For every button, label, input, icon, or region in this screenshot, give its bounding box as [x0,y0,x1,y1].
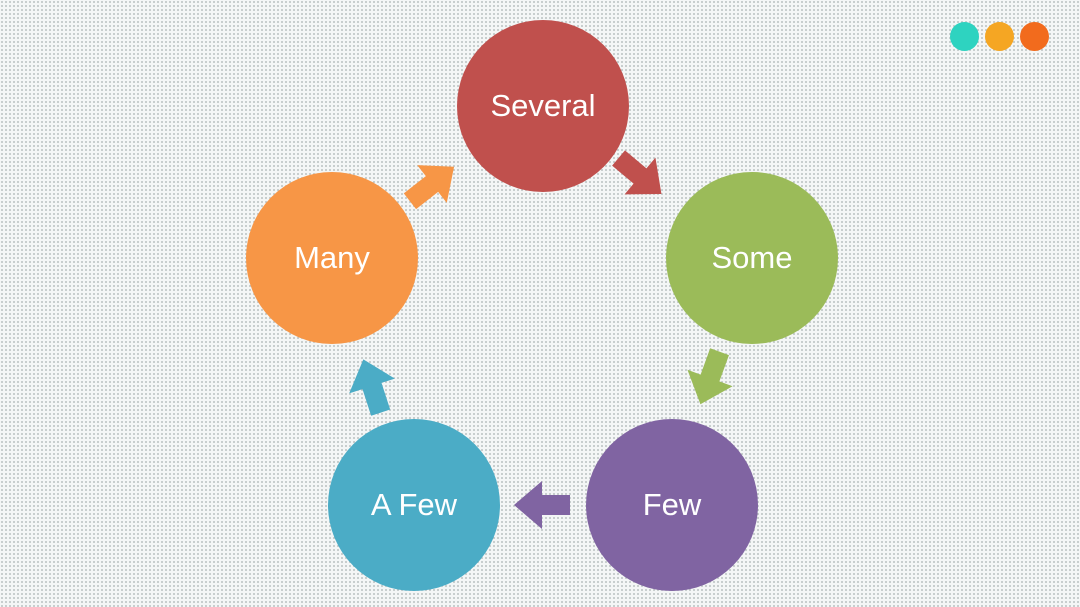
node-many: Many [246,172,418,344]
node-few: Few [586,419,758,591]
node-label: Several [490,88,596,123]
dot-teal [950,22,979,51]
arrow-many-to-several-icon [403,165,455,210]
arrow-several-to-some-icon [612,150,662,195]
arrow-some-to-few-icon [687,348,733,405]
node-a-few: A Few [328,419,500,591]
node-several: Several [457,20,629,192]
node-label: A Few [370,487,458,522]
dot-orange [1020,22,1049,51]
node-label: Few [642,487,702,522]
dot-amber [985,22,1014,51]
arrow-a-few-to-many-icon [349,359,395,416]
node-label: Many [294,240,370,275]
node-some: Some [666,172,838,344]
arrow-few-to-a-few-icon [514,481,570,529]
decorative-dots [950,22,1049,51]
node-label: Some [711,240,793,275]
